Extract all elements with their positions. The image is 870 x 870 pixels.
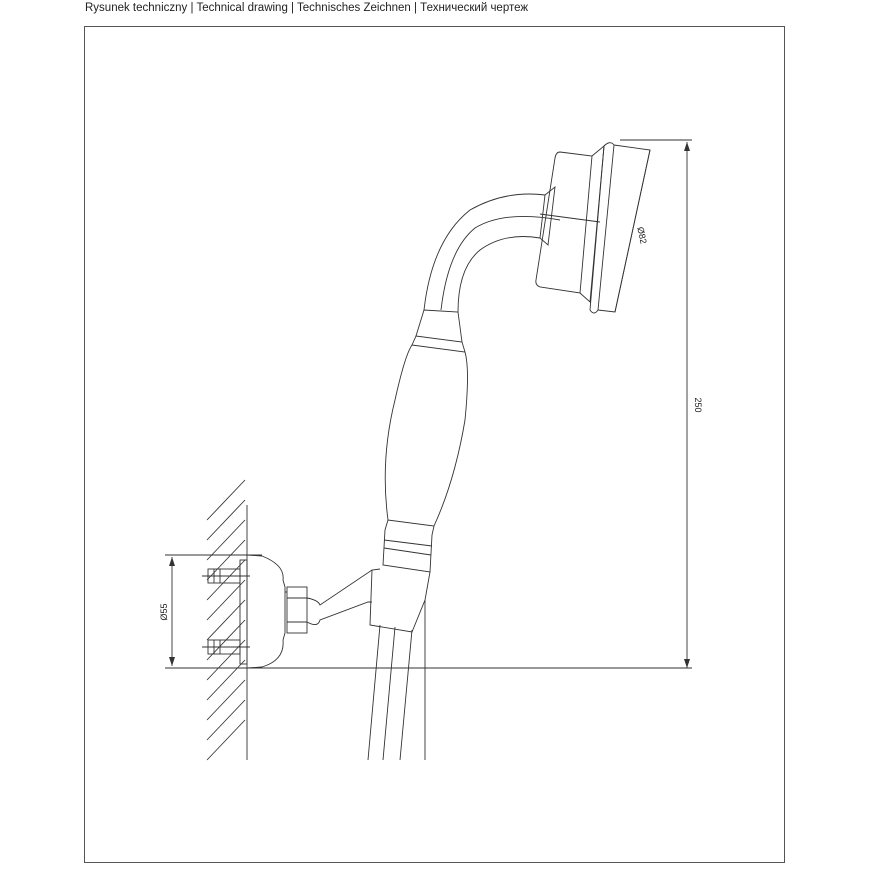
wall (206, 479, 248, 761)
hatch-line (206, 479, 246, 521)
hatch-line (206, 639, 246, 681)
drawing-frame (84, 26, 785, 863)
hatch-line (206, 679, 246, 721)
wall-mount (202, 554, 308, 669)
hose (367, 600, 426, 761)
hatch-line (206, 579, 246, 621)
drawing-title: Rysunek techniczny | Technical drawing |… (85, 2, 529, 14)
hatch-line (206, 559, 246, 601)
hatch-line (206, 499, 246, 541)
hand-shower (382, 185, 561, 573)
hatch-line (206, 599, 246, 641)
holder-arm (306, 568, 431, 633)
wall-bolts (202, 568, 250, 655)
dimension-height: 250 (693, 397, 703, 412)
dimension-mount-diameter: Ø55 (159, 603, 169, 620)
dimension-lines: 250 Ø82 Ø55 (159, 139, 703, 669)
shower-head (535, 142, 651, 314)
hatch-line (206, 699, 246, 741)
hatch-line (206, 539, 246, 581)
hatch-line (206, 659, 246, 701)
dimension-head-diameter: Ø82 (635, 226, 648, 245)
hatch-line (206, 519, 246, 561)
hatch-line (206, 719, 246, 761)
